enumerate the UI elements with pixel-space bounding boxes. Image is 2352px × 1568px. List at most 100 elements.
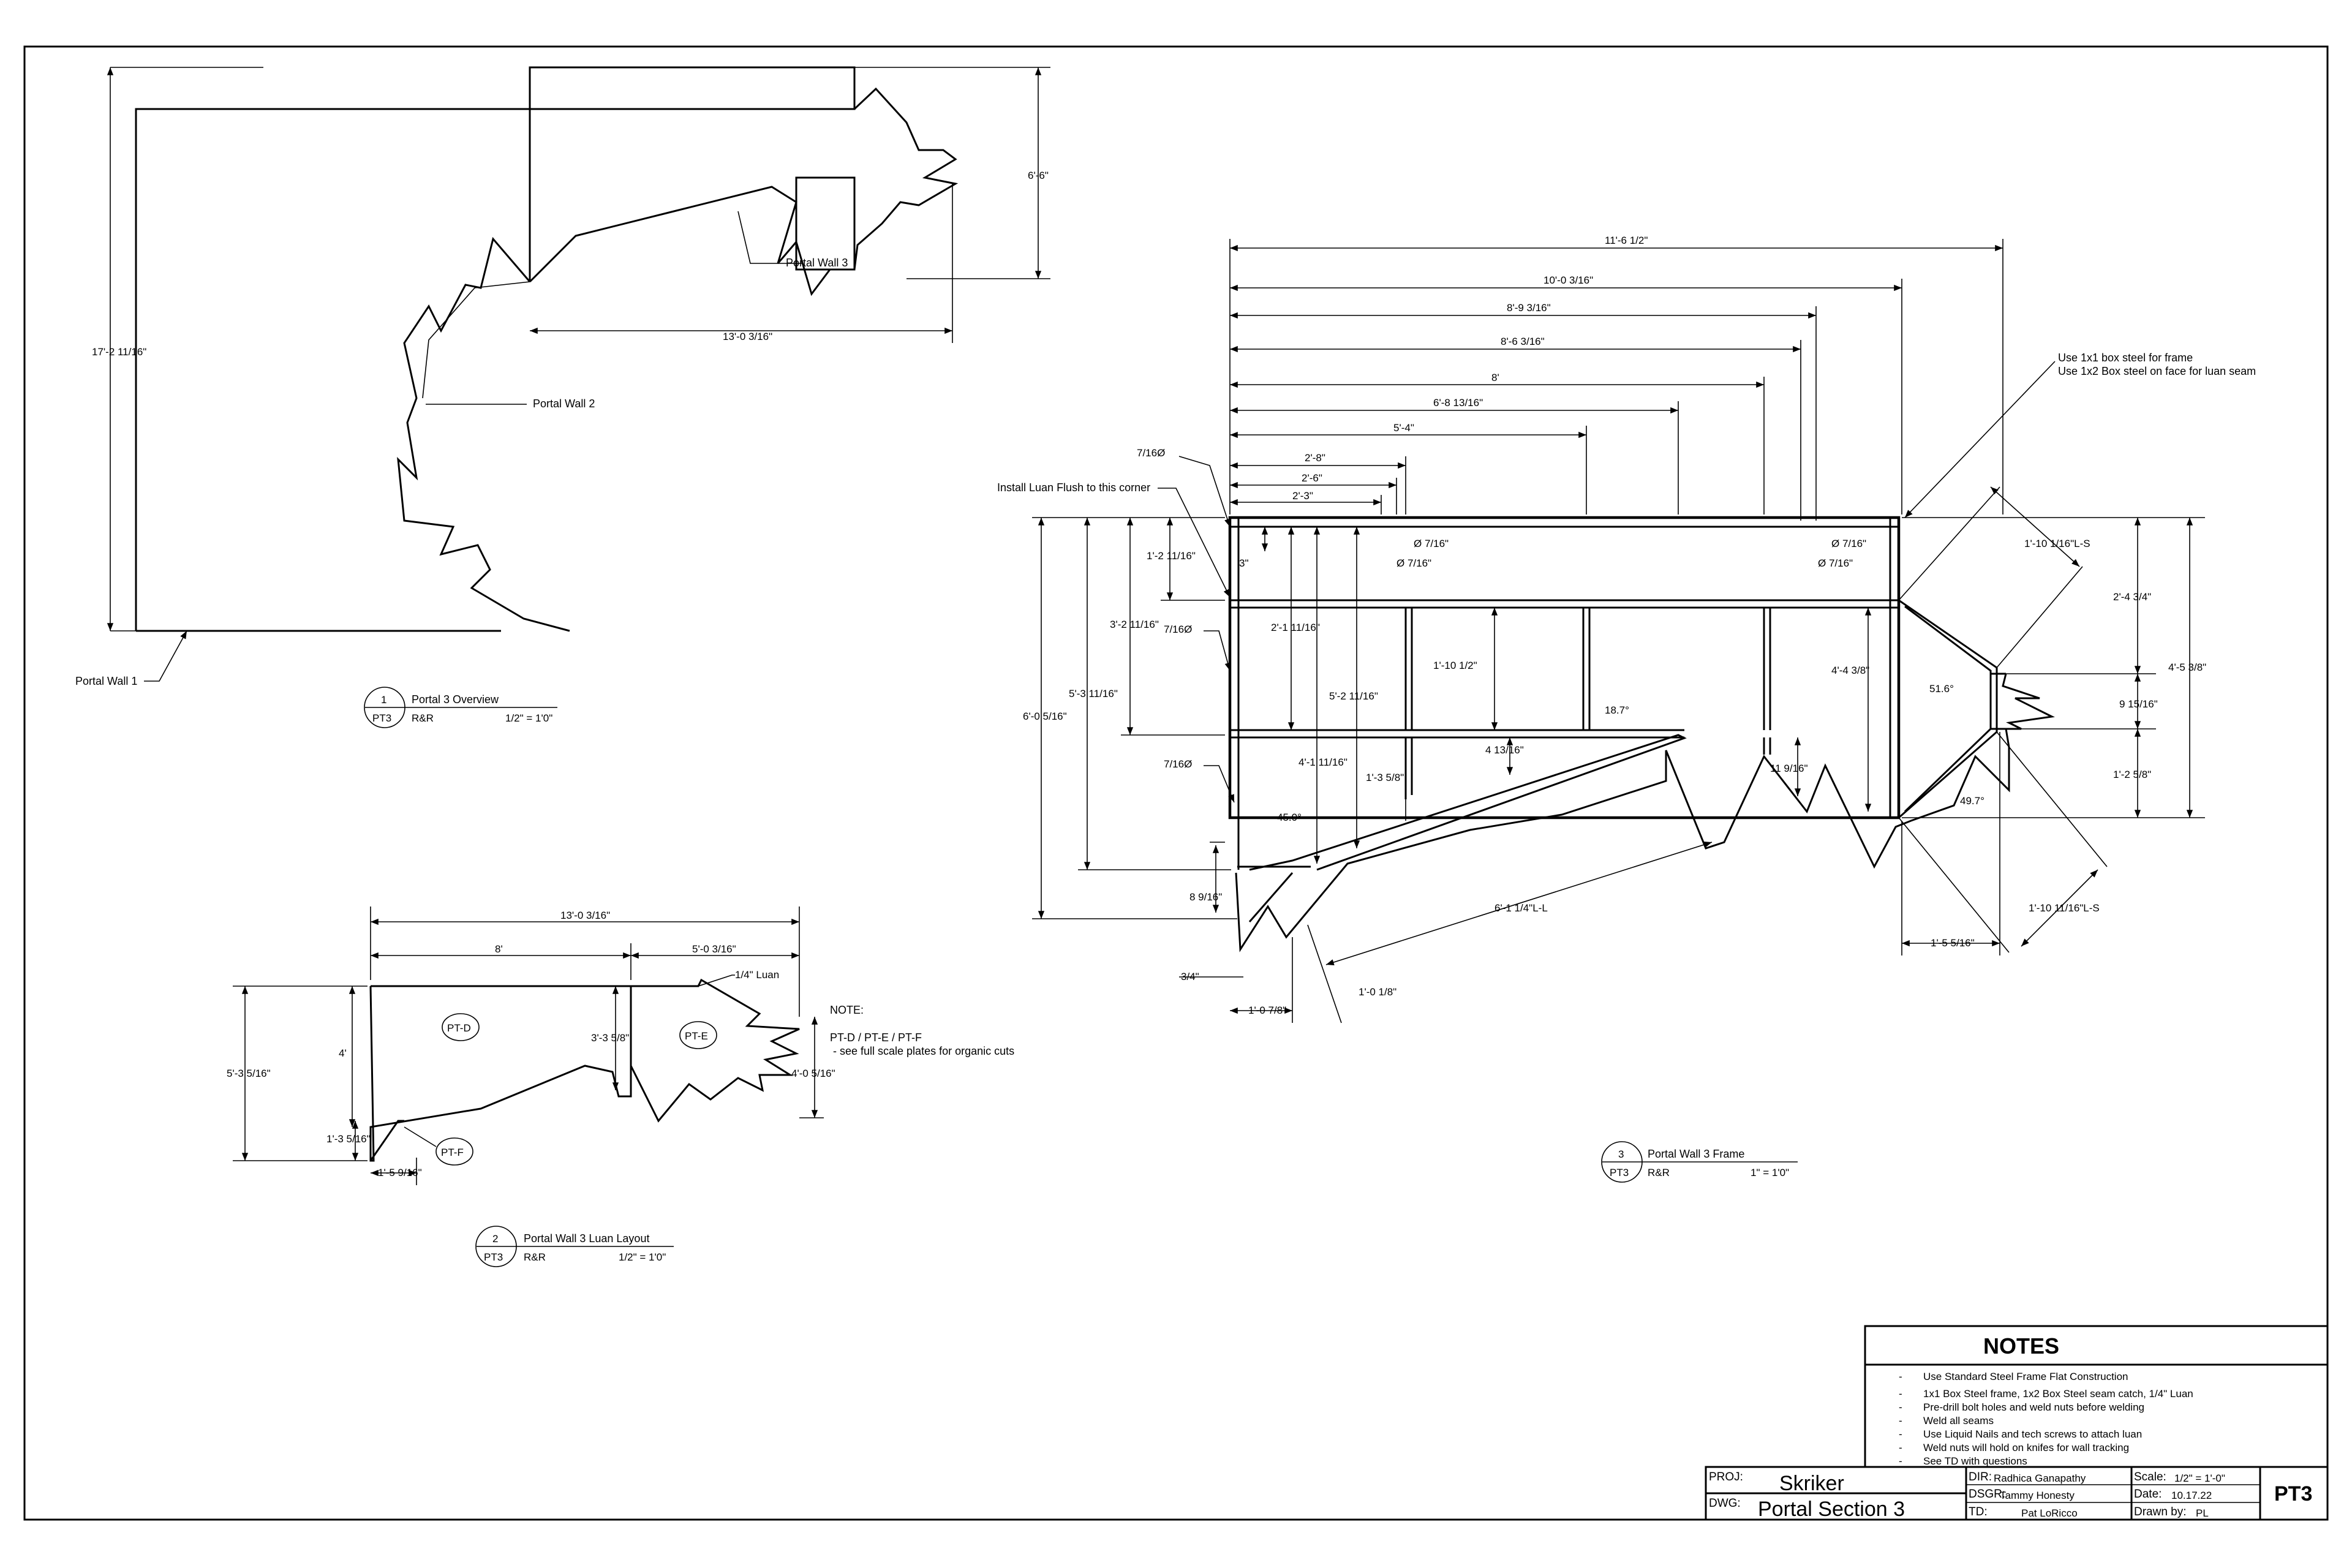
dim-overview-width: 13'-0 3/16" bbox=[723, 331, 772, 342]
dim-frame-v3: 5'-3 11/16" bbox=[1069, 688, 1118, 699]
label-box-steel-1: Use 1x1 box steel for frame bbox=[2058, 352, 2193, 364]
dim-frame-ang-2: 45.0° bbox=[1277, 812, 1302, 823]
note-line-2: - see full scale plates for organic cuts bbox=[833, 1045, 1014, 1057]
dim-frame-r2: 4'-5 3/8" bbox=[2168, 662, 2206, 673]
svg-text:-: - bbox=[1899, 1428, 1902, 1440]
dim-frame-v9: 1'-10 1/2" bbox=[1433, 660, 1477, 671]
svg-text:-: - bbox=[1899, 1442, 1902, 1453]
dim-frame-b5: 1'-0 1/8" bbox=[1359, 986, 1396, 998]
dim-frame-d8: 2'-8" bbox=[1305, 452, 1325, 464]
svg-text:1" = 1'0": 1" = 1'0" bbox=[1751, 1167, 1789, 1178]
dim-frame-ang-4: 49.7° bbox=[1960, 795, 1985, 807]
dim-frame-d9: 2'-6" bbox=[1302, 472, 1322, 484]
dim-luan-mid: 3'-3 5/8" bbox=[591, 1032, 629, 1044]
label-pt-f: PT-F bbox=[441, 1147, 464, 1158]
drawn-value: PL bbox=[2196, 1507, 2209, 1519]
date-value: 10.17.22 bbox=[2171, 1490, 2212, 1501]
dim-frame-r4: 1'-2 5/8" bbox=[2113, 769, 2151, 780]
dim-frame-v2: 3'-2 11/16" bbox=[1110, 619, 1159, 630]
note-item: See TD with questions bbox=[1923, 1455, 2027, 1467]
dim-frame-ls2: 1'-10 11/16"L-S bbox=[2029, 902, 2100, 914]
note-item: Use Liquid Nails and tech screws to atta… bbox=[1923, 1428, 2142, 1440]
dim-frame-d1: 11'-6 1/2" bbox=[1605, 235, 1648, 246]
note-item: Use Standard Steel Frame Flat Constructi… bbox=[1923, 1371, 2128, 1382]
svg-text:2: 2 bbox=[492, 1233, 498, 1245]
dim-frame-r3: 9 15/16" bbox=[2119, 698, 2158, 710]
dim-luan-small: 1'-3 5/16" bbox=[326, 1133, 371, 1145]
dim-frame-v11: 11 9/16" bbox=[1770, 763, 1808, 774]
note-item: Weld all seams bbox=[1923, 1415, 1994, 1427]
dim-frame-ll: 6'-1 1/4"L-L bbox=[1494, 902, 1548, 914]
dim-frame-dia-2: Ø 7/16" bbox=[1396, 557, 1431, 569]
dim-frame-b3: 3/4" bbox=[1181, 971, 1199, 982]
dim-luan-rh: 4'-0 5/16" bbox=[791, 1068, 835, 1079]
label-box-steel-2: Use 1x2 Box steel on face for luan seam bbox=[2058, 365, 2256, 377]
project-name: Skriker bbox=[1779, 1472, 1844, 1495]
dim-frame-d6: 6'-8 13/16" bbox=[1433, 397, 1483, 409]
svg-text:-: - bbox=[1899, 1401, 1902, 1413]
dim-frame-d3: 8'-9 3/16" bbox=[1507, 302, 1551, 314]
label-luan: 1/4" Luan bbox=[735, 969, 779, 981]
dim-luan-left: 8' bbox=[495, 943, 503, 955]
dim-frame-v1: 1'-2 11/16" bbox=[1147, 550, 1196, 562]
sheet-number: PT3 bbox=[2274, 1482, 2312, 1506]
svg-text:3: 3 bbox=[1618, 1148, 1624, 1160]
svg-text:Portal Wall 3 Frame: Portal Wall 3 Frame bbox=[1648, 1148, 1744, 1160]
svg-text:PT3: PT3 bbox=[1610, 1167, 1629, 1178]
dim-frame-b4: 1'-0 7/8" bbox=[1248, 1005, 1286, 1016]
notes-block: NOTES - Use Standard Steel Frame Flat Co… bbox=[1864, 1325, 2329, 1468]
dim-luan-bottom: 1'-5 9/16" bbox=[378, 1167, 422, 1178]
svg-text:-: - bbox=[1899, 1388, 1902, 1400]
view-frame: 11'-6 1/2" 10'-0 3/16" 8'-9 3/16" 8'-6 3… bbox=[997, 235, 2256, 1183]
svg-text:1/2" = 1'0": 1/2" = 1'0" bbox=[619, 1251, 666, 1263]
dim-frame-dia-1: Ø 7/16" bbox=[1414, 538, 1449, 549]
label-portal-wall-2: Portal Wall 2 bbox=[533, 398, 595, 410]
dim-frame-v6: 5'-2 11/16" bbox=[1329, 690, 1378, 702]
dim-frame-ang-1: 18.7° bbox=[1605, 704, 1629, 716]
note-line-1: PT-D / PT-E / PT-F bbox=[830, 1031, 922, 1044]
designer-name: Tammy Honesty bbox=[2000, 1490, 2075, 1501]
svg-text:PT3: PT3 bbox=[372, 712, 391, 724]
svg-text:-: - bbox=[1899, 1415, 1902, 1427]
svg-text:-: - bbox=[1899, 1455, 1902, 1467]
svg-text:Portal 3 Overview: Portal 3 Overview bbox=[412, 693, 499, 706]
frame-top-dims: 11'-6 1/2" 10'-0 3/16" 8'-9 3/16" 8'-6 3… bbox=[1229, 235, 2003, 521]
view-portal-overview: 17'-2 11/16" 13'-0 3/16" 6'-6" Portal Wa… bbox=[75, 66, 1050, 728]
dim-frame-d4: 8'-6 3/16" bbox=[1501, 336, 1545, 347]
svg-text:R&R: R&R bbox=[1648, 1167, 1670, 1178]
dim-frame-v7: 4'-1 11/16" bbox=[1298, 756, 1348, 768]
title-block: PROJ: Skriker DWG: Portal Section 3 DIR:… bbox=[1705, 1466, 2329, 1521]
note-item: Weld nuts will hold on knifes for wall t… bbox=[1923, 1442, 2129, 1453]
svg-text:1/2" = 1'0": 1/2" = 1'0" bbox=[505, 712, 552, 724]
director-name: Radhica Ganapathy bbox=[1994, 1472, 2086, 1484]
label-portal-wall-1: Portal Wall 1 bbox=[75, 675, 137, 687]
dim-frame-ls1: 1'-10 1/16"L-S bbox=[2024, 538, 2090, 549]
dim-frame-d5: 8' bbox=[1491, 372, 1499, 383]
dim-frame-v5: 2'-1 11/16" bbox=[1271, 622, 1320, 633]
dim-overview-right: 6'-6" bbox=[1028, 170, 1049, 181]
dim-frame-dia-3: Ø 7/16" bbox=[1831, 538, 1866, 549]
dim-luan-right: 5'-0 3/16" bbox=[692, 943, 736, 955]
scale-value: 1/2" = 1'-0" bbox=[2174, 1472, 2225, 1484]
note-item: 1x1 Box Steel frame, 1x2 Box Steel seam … bbox=[1923, 1388, 2193, 1400]
dim-frame-b2: 8 9/16" bbox=[1189, 891, 1222, 903]
view-luan-layout: PT-D PT-E PT-F 1/4" Luan 13'-0 3/16" 8' … bbox=[227, 907, 1014, 1267]
svg-text:R&R: R&R bbox=[412, 712, 434, 724]
label-pt-d: PT-D bbox=[447, 1022, 471, 1034]
svg-text:R&R: R&R bbox=[524, 1251, 546, 1263]
dsgr-label: DSGR: bbox=[1969, 1488, 2005, 1501]
dim-frame-hole-3: 7/16Ø bbox=[1164, 758, 1192, 770]
frame-left-dims: 6'-0 5/16" 5'-3 11/16" 3'-2 11/16" 1'-2 … bbox=[1023, 517, 1872, 919]
dim-frame-d10: 2'-3" bbox=[1292, 490, 1313, 502]
dim-frame-v8: 1'-3 5/8" bbox=[1366, 772, 1404, 783]
label-portal-wall-3: Portal Wall 3 bbox=[786, 257, 848, 269]
view-title-1: 1 PT3 Portal 3 Overview R&R 1/2" = 1'0" bbox=[364, 687, 557, 728]
svg-text:-: - bbox=[1899, 1371, 1902, 1382]
dwg-label: DWG: bbox=[1709, 1497, 1741, 1510]
scale-label: Scale: bbox=[2134, 1471, 2166, 1483]
dim-frame-d7: 5'-4" bbox=[1393, 422, 1414, 434]
dim-frame-v4: 6'-0 5/16" bbox=[1023, 710, 1067, 722]
dim-overview-height: 17'-2 11/16" bbox=[92, 346, 146, 358]
dim-frame-three: 3" bbox=[1239, 557, 1249, 569]
dim-frame-v10: 4 13/16" bbox=[1485, 744, 1524, 756]
